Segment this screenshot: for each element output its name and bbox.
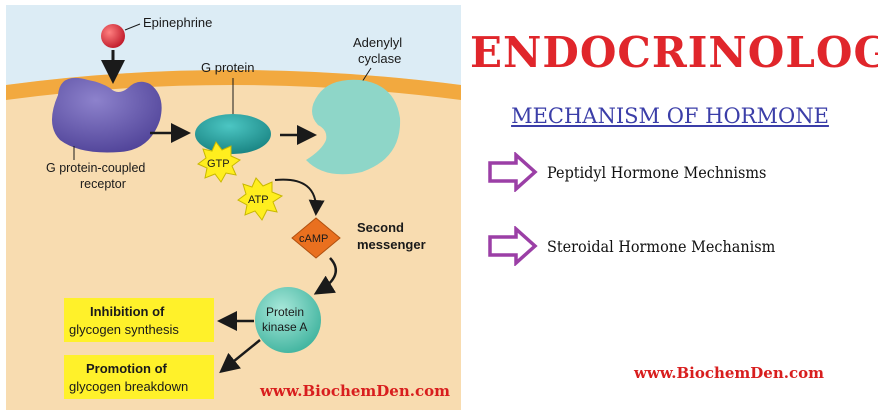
epinephrine-label: Epinephrine (143, 15, 212, 30)
camp-diamond (291, 217, 341, 259)
adenylyl-pointer (361, 67, 372, 83)
g-protein-coupled-receptor (51, 77, 162, 153)
page-title: ENDOCRINOLOGY (470, 28, 878, 77)
arrow-atp-to-camp (274, 178, 325, 216)
gtp-star (197, 141, 241, 183)
right-arrow-icon (488, 226, 538, 266)
protein-kinase-a (255, 287, 321, 353)
inhibition-label-bold: Inhibition of (90, 304, 165, 319)
g-protein-label: G protein (201, 60, 254, 75)
arrow-kinase-to-promotion (219, 339, 261, 374)
receptor-label-line1: G protein-coupled (46, 161, 145, 175)
gtp-label: GTP (207, 158, 230, 170)
list-item-peptidyl[interactable]: Peptidyl Hormone Mechnisms (487, 152, 791, 192)
inhibition-box (64, 298, 214, 342)
second-messenger-line2: messenger (357, 237, 426, 252)
signal-pathway-diagram: Epinephrine G protein-coupled receptor G… (6, 5, 461, 410)
adenylyl-cyclase (306, 79, 401, 175)
protein-kinase-line1: Protein (266, 305, 304, 319)
protein-kinase-line2: kinase A (262, 320, 307, 334)
epinephrine-pointer (124, 23, 141, 31)
promotion-label-line2: glycogen breakdown (69, 379, 188, 394)
atp-label: ATP (248, 194, 269, 206)
list-item-steroidal[interactable]: Steroidal Hormone Mechanism (487, 226, 801, 266)
diagram-website-watermark: www.BiochemDen.com (260, 382, 450, 400)
arrow-camp-to-kinase (313, 257, 338, 295)
atp-star (237, 177, 284, 221)
camp-label: cAMP (299, 233, 328, 245)
list-item-label: Steroidal Hormone Mechanism (547, 236, 776, 256)
g-protein (195, 114, 271, 154)
second-messenger-line1: Second (357, 220, 404, 235)
inhibition-label-line2: glycogen synthesis (69, 322, 179, 337)
adenylyl-label-line2: cyclase (358, 51, 401, 66)
page-subtitle: MECHANISM OF HORMONE (511, 104, 829, 128)
footer-website: www.BiochemDen.com (634, 364, 824, 382)
promotion-box (64, 355, 214, 399)
right-arrow-icon (488, 152, 538, 192)
adenylyl-label-line1: Adenylyl (353, 35, 402, 50)
receptor-label-line2: receptor (80, 177, 126, 191)
list-item-label: Peptidyl Hormone Mechnisms (547, 162, 767, 182)
epinephrine-molecule (101, 24, 125, 48)
promotion-label-bold: Promotion of (86, 361, 168, 376)
